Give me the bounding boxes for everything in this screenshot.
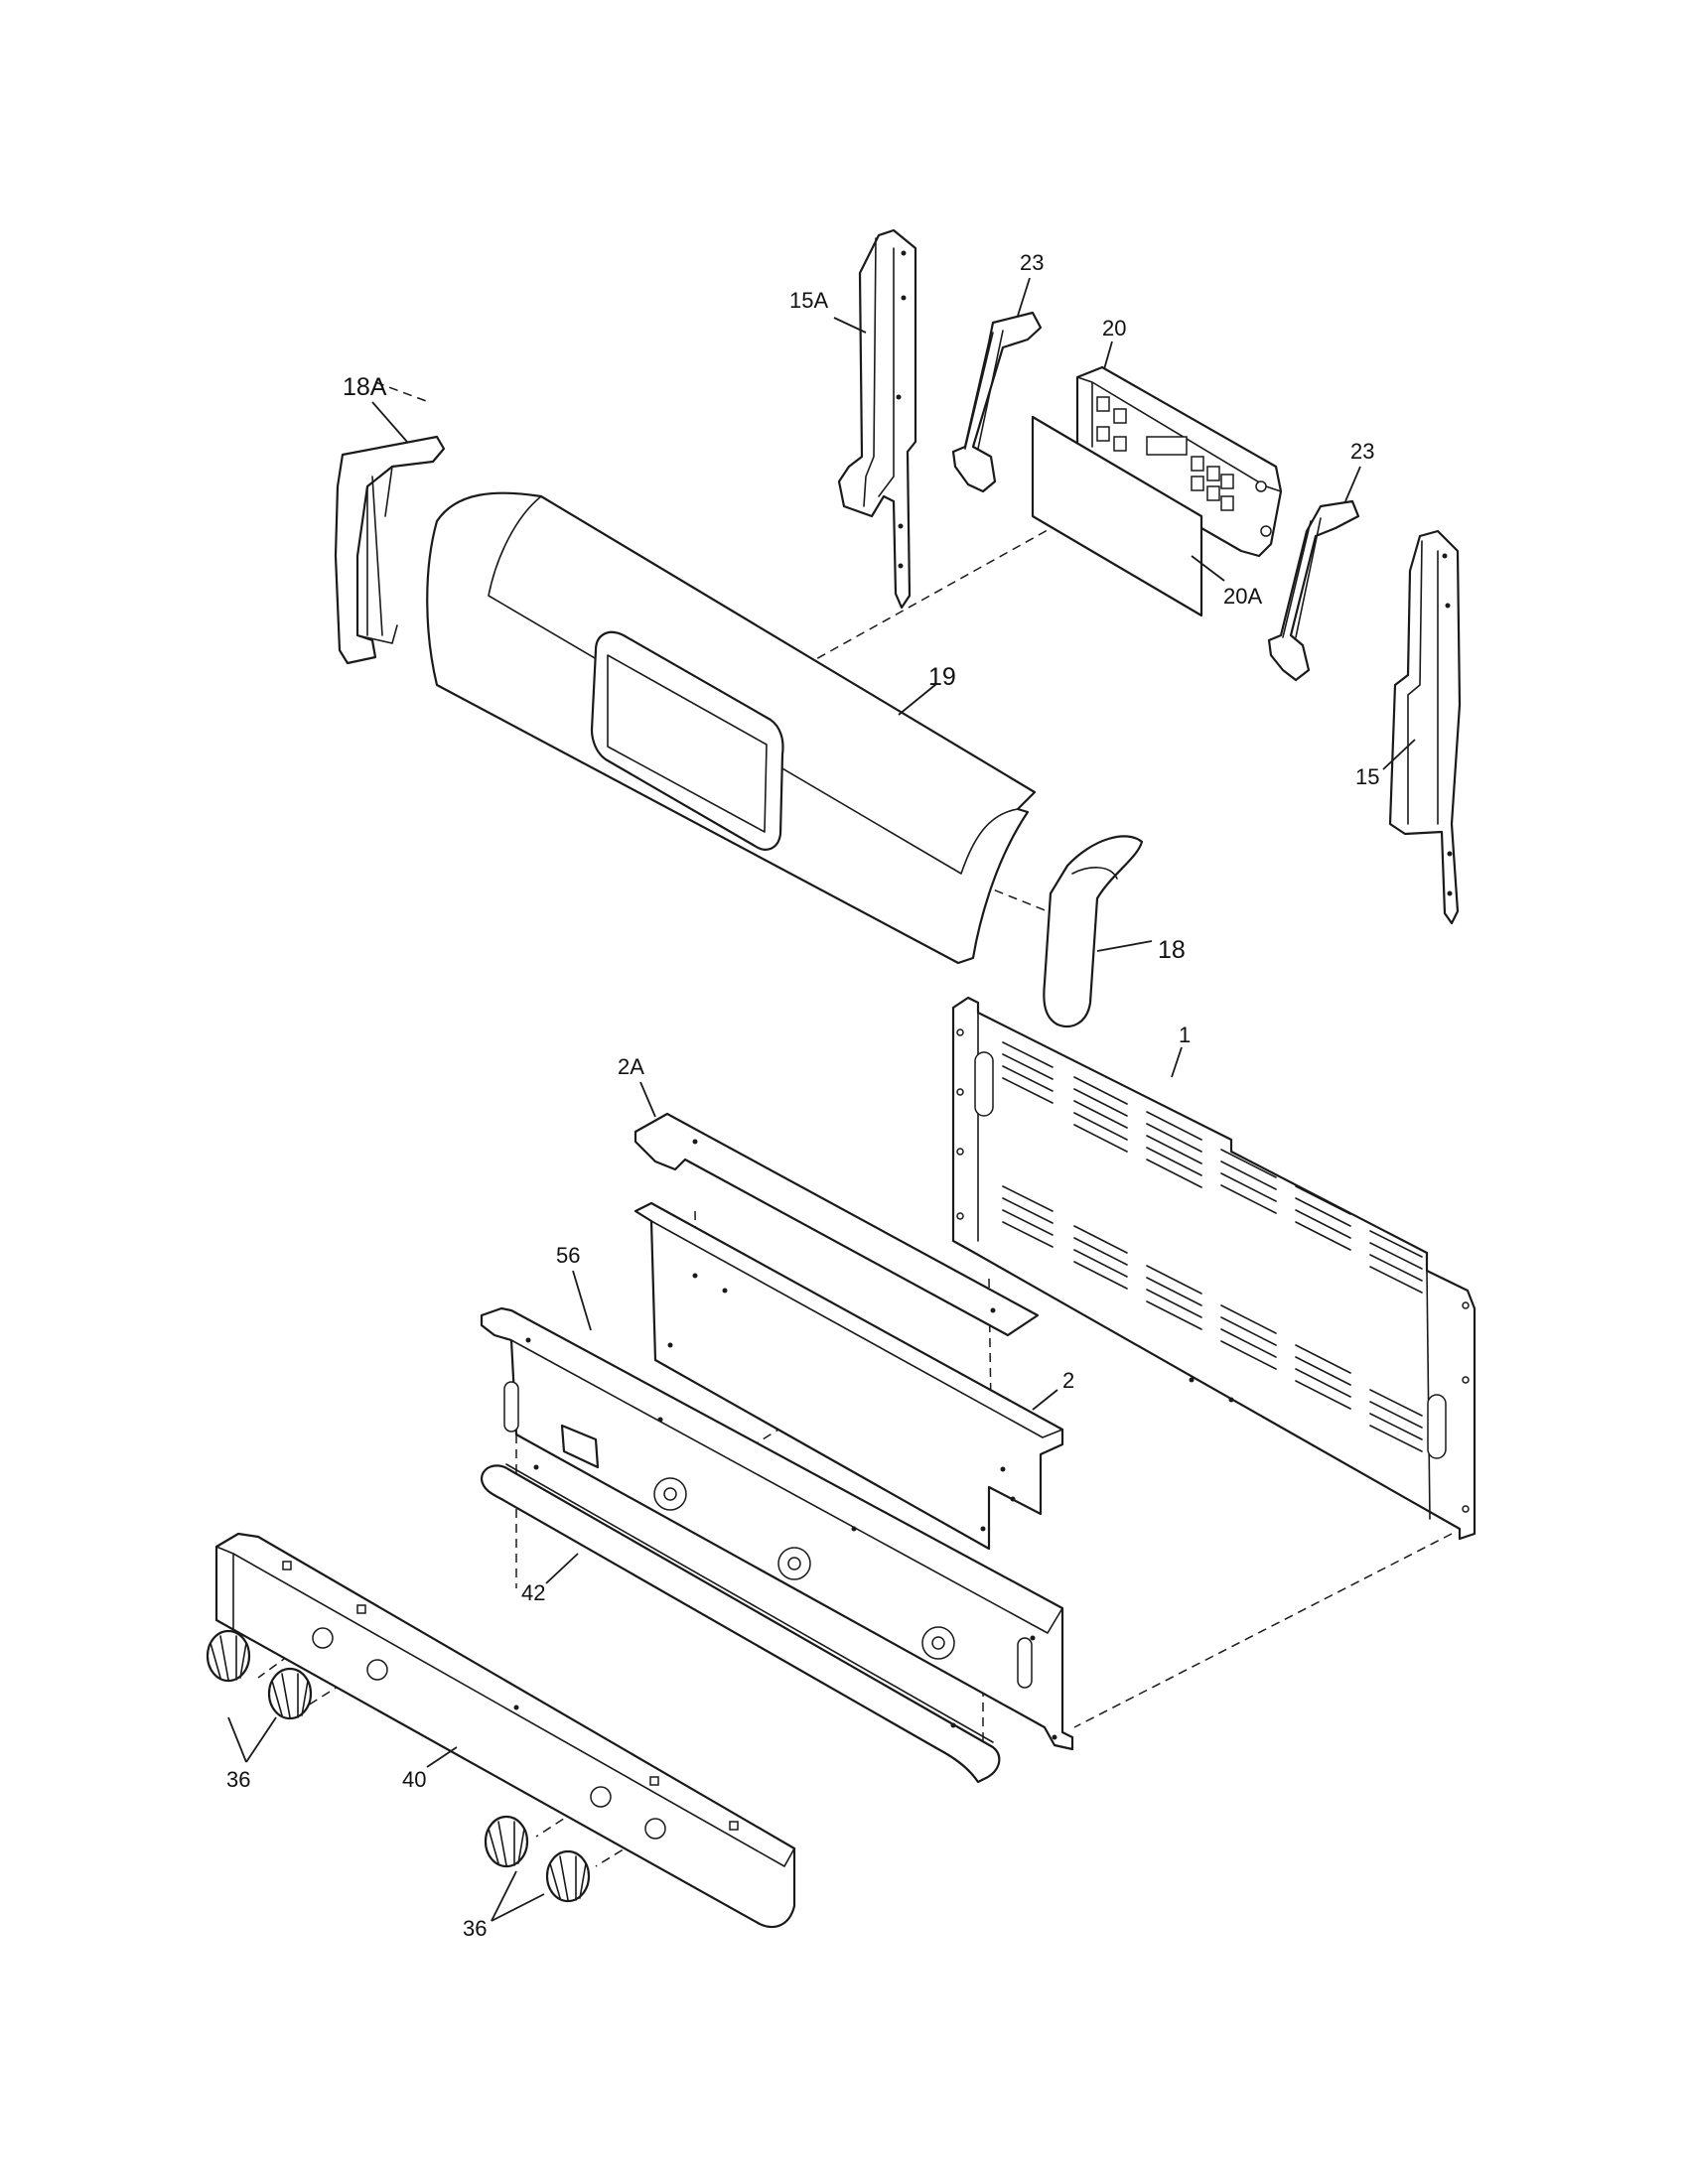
callout-36-left: 36 [226, 1767, 250, 1792]
callout-1: 1 [1179, 1023, 1191, 1047]
callout-40: 40 [402, 1767, 426, 1792]
trim-strip-42 [480, 1463, 1001, 1784]
leader-lines [227, 277, 1416, 1922]
callout-15: 15 [1355, 764, 1379, 789]
knob-upper-right [484, 1815, 529, 1868]
callout-20a: 20A [1223, 584, 1262, 609]
inner-panel-2 [633, 1201, 1064, 1551]
side-bracket-15a [837, 228, 917, 610]
lower-louvers [1002, 1185, 1423, 1452]
control-panel-40 [214, 1532, 796, 1929]
callout-2a: 2A [618, 1054, 644, 1079]
callout-23-left: 23 [1020, 250, 1044, 275]
clip-23-left [951, 311, 1043, 493]
overlay-plate-20a [1031, 415, 1203, 617]
control-board-20 [1075, 365, 1283, 558]
callouts: 15A 23 20 18A 23 20A 19 15 18 2A 1 56 2 … [226, 250, 1379, 1941]
top-strip-2a [633, 1112, 1040, 1337]
callout-15a: 15A [789, 288, 828, 313]
knob-upper-left [206, 1629, 251, 1683]
callout-2: 2 [1062, 1368, 1074, 1393]
control-bracket-56 [480, 1306, 1074, 1751]
callout-23-right: 23 [1350, 439, 1374, 464]
knob-lower-right [545, 1849, 591, 1903]
upper-louvers [1002, 1041, 1423, 1294]
clip-23-right [1267, 499, 1360, 682]
callout-18: 18 [1158, 936, 1186, 964]
end-cap-18 [1043, 835, 1144, 1028]
callout-56: 56 [556, 1243, 580, 1268]
callout-19: 19 [928, 663, 956, 691]
side-bracket-15 [1388, 529, 1462, 925]
callout-18a: 18A [343, 373, 387, 401]
backguard-panel-19 [426, 491, 1037, 965]
callout-42: 42 [521, 1580, 545, 1605]
callout-36-bottom: 36 [463, 1916, 487, 1941]
end-cap-18a [334, 435, 446, 665]
callout-20: 20 [1102, 316, 1126, 341]
knob-lower-left [267, 1667, 313, 1720]
rear-panel-1 [951, 996, 1477, 1541]
